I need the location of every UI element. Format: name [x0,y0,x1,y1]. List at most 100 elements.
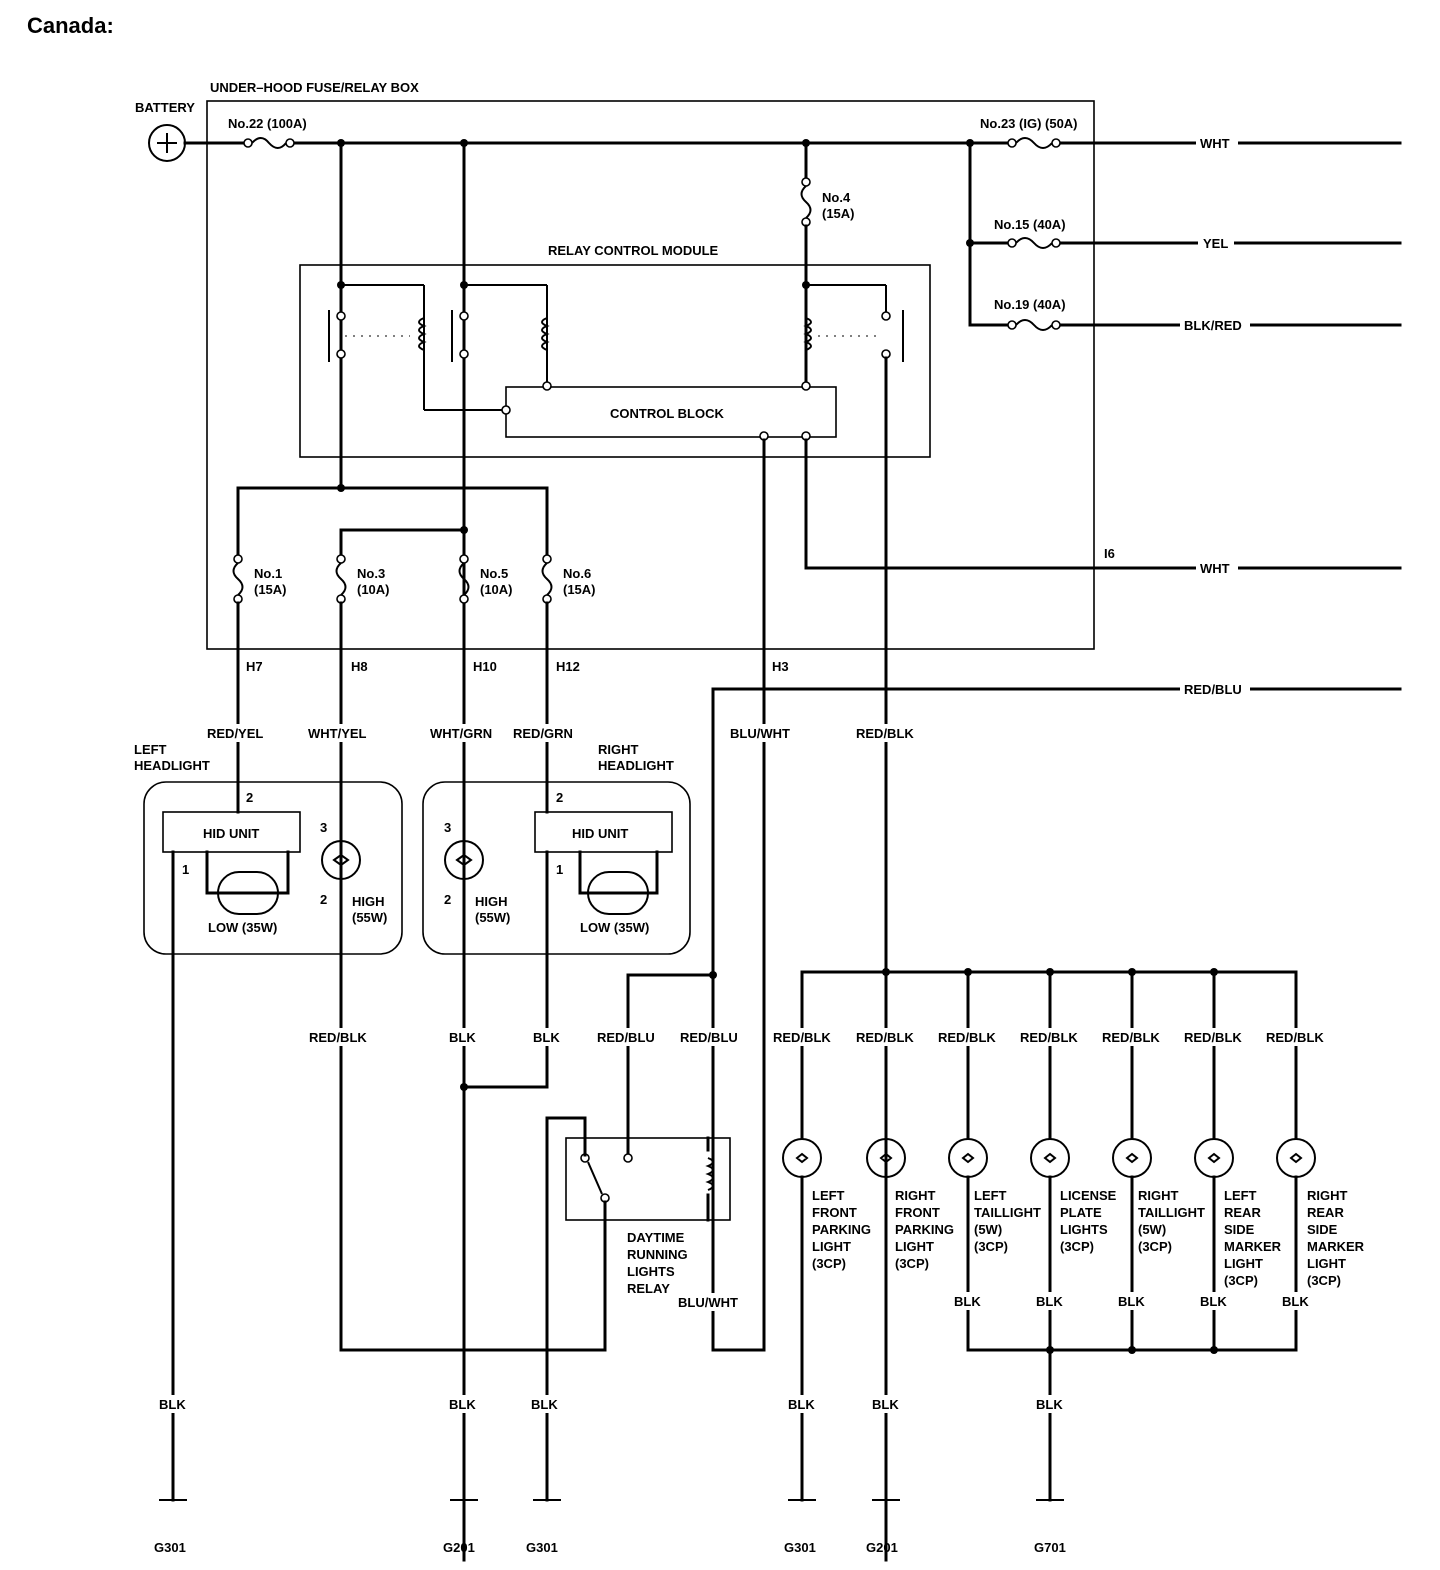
wire-blk-red-label: BLK/RED [1184,318,1242,333]
wire-red-blk-light-3-label: RED/BLK [938,1030,996,1045]
fuse-6-amp: (15A) [563,582,596,597]
left-low-label: LOW (35W) [208,920,277,935]
wire-red-grn-label: RED/GRN [513,726,573,741]
left-hid-unit-label: HID UNIT [203,826,259,841]
wire-wht-yel-label: WHT/YEL [308,726,367,741]
wire-red-blk-high-label: RED/BLK [309,1030,367,1045]
wire-wht-lower-label: WHT [1200,561,1230,576]
under-hood-box-label: UNDER–HOOD FUSE/RELAY BOX [210,80,419,95]
fuse-6-number: No.6 [563,566,591,581]
connector-h3: H3 [772,659,789,674]
svg-text:(5W): (5W) [974,1222,1002,1237]
svg-text:RIGHT: RIGHT [1307,1188,1348,1203]
drl-relay-label-3: LIGHTS [627,1264,675,1279]
fuse-6-icon [541,554,553,604]
control-block-terminal [501,405,511,415]
light-left-front-parking: LEFT FRONT PARKING LIGHT (3CP) [812,1188,871,1271]
right-pin-1-label: 1 [556,862,563,877]
right-headlight-label-2: HEADLIGHT [598,758,674,773]
right-high-label: HIGH [475,894,508,909]
right-headlight-housing [422,781,691,955]
relay-2-icon [451,141,552,1562]
right-headlight-label-1: RIGHT [598,742,639,757]
left-headlight-label-2: HEADLIGHT [134,758,210,773]
left-pin-3-label: 3 [320,820,327,835]
svg-text:FRONT: FRONT [812,1205,857,1220]
fuse-22-label: No.22 (100A) [228,116,307,131]
relay-1-icon [328,141,506,490]
fuse-23-label: No.23 (IG) (50A) [980,116,1078,131]
svg-text:REAR: REAR [1224,1205,1261,1220]
wire-blk-rear-1-label: BLK [954,1294,981,1309]
right-hid-unit-label: HID UNIT [572,826,628,841]
fuse-19-label: No.19 (40A) [994,297,1066,312]
svg-text:PARKING: PARKING [812,1222,871,1237]
light-bulb-icons [782,1138,1316,1178]
svg-text:(5W): (5W) [1138,1222,1166,1237]
right-high-watt-label: (55W) [475,910,510,925]
light-right-taillight: RIGHT TAILLIGHT (5W) (3CP) [1138,1188,1205,1254]
svg-text:LICENSE: LICENSE [1060,1188,1117,1203]
svg-text:LEFT: LEFT [812,1188,845,1203]
wire-blk-bottom-4-label: BLK [788,1397,815,1412]
wire-blk-bottom-1-label: BLK [159,1397,186,1412]
relay-control-module-box [299,264,931,458]
left-headlight-label-1: LEFT [134,742,167,757]
fuse-5-amp: (10A) [480,582,513,597]
drl-relay-label-4: RELAY [627,1281,670,1296]
svg-text:(3CP): (3CP) [1224,1273,1258,1288]
wire-wht-grn-label: WHT/GRN [430,726,492,741]
svg-text:PLATE: PLATE [1060,1205,1102,1220]
connector-h10: H10 [473,659,497,674]
wire-drl-high-return [339,1200,607,1352]
left-pin-1-label: 1 [182,862,189,877]
svg-text:LIGHTS: LIGHTS [1060,1222,1108,1237]
svg-text:SIDE: SIDE [1307,1222,1338,1237]
wire-yel-label: YEL [1203,236,1228,251]
wire-red-blu-label: RED/BLU [1184,682,1242,697]
wire-red-yel-label: RED/YEL [207,726,263,741]
svg-text:PARKING: PARKING [895,1222,954,1237]
wire-red-blk-light-4-label: RED/BLK [1020,1030,1078,1045]
wire-blk-rear-4-label: BLK [1200,1294,1227,1309]
ground-g301-center: G301 [526,1540,558,1555]
fuse-4-amp: (15A) [822,206,855,221]
svg-text:LIGHT: LIGHT [1307,1256,1346,1271]
right-pin-3-label: 3 [444,820,451,835]
svg-text:SIDE: SIDE [1224,1222,1255,1237]
fuse-3-icon [335,554,347,604]
right-hid-ground-wire [462,850,549,1089]
svg-text:LIGHT: LIGHT [1224,1256,1263,1271]
relay-3-icon [801,284,904,391]
ground-g201-right: G201 [866,1540,898,1555]
wire-red-blu-drl2-label: RED/BLU [680,1030,738,1045]
svg-text:TAILLIGHT: TAILLIGHT [1138,1205,1205,1220]
wire-blk-hid-right-label: BLK [533,1030,560,1045]
drl-relay-label-1: DAYTIME [627,1230,685,1245]
wire-blk-bottom-2-label: BLK [449,1397,476,1412]
wire-red-blk-light-2-label: RED/BLK [856,1030,914,1045]
wire-red-blu [711,687,1402,1352]
light-left-taillight: LEFT TAILLIGHT (5W) (3CP) [974,1188,1041,1254]
fuse-1-amp: (15A) [254,582,287,597]
left-low-bulb-wire [205,850,290,895]
connector-h7: H7 [246,659,263,674]
light-left-rear-side-marker: LEFT REAR SIDE MARKER LIGHT (3CP) [1224,1188,1282,1288]
fuse-5-icon [458,554,470,604]
wire-blk-high-right-label: BLK [449,1030,476,1045]
wire-red-blk-light-7-label: RED/BLK [1266,1030,1324,1045]
connector-h12: H12 [556,659,580,674]
connector-i6: I6 [1104,546,1115,561]
daytime-running-lights-relay-box [565,1137,731,1221]
svg-text:LEFT: LEFT [1224,1188,1257,1203]
battery-icon [148,124,186,162]
svg-text:(3CP): (3CP) [974,1239,1008,1254]
under-hood-fuse-relay-box [206,100,1095,650]
wire-red-blk-light-1-label: RED/BLK [773,1030,831,1045]
wire-red-blk-light-5-label: RED/BLK [1102,1030,1160,1045]
wire-blu-wht-lower-label: BLU/WHT [678,1295,738,1310]
svg-text:LIGHT: LIGHT [895,1239,934,1254]
right-high-bulb-icon [444,840,484,880]
svg-text:(3CP): (3CP) [1307,1273,1341,1288]
wire-red-blk-label: RED/BLK [856,726,914,741]
